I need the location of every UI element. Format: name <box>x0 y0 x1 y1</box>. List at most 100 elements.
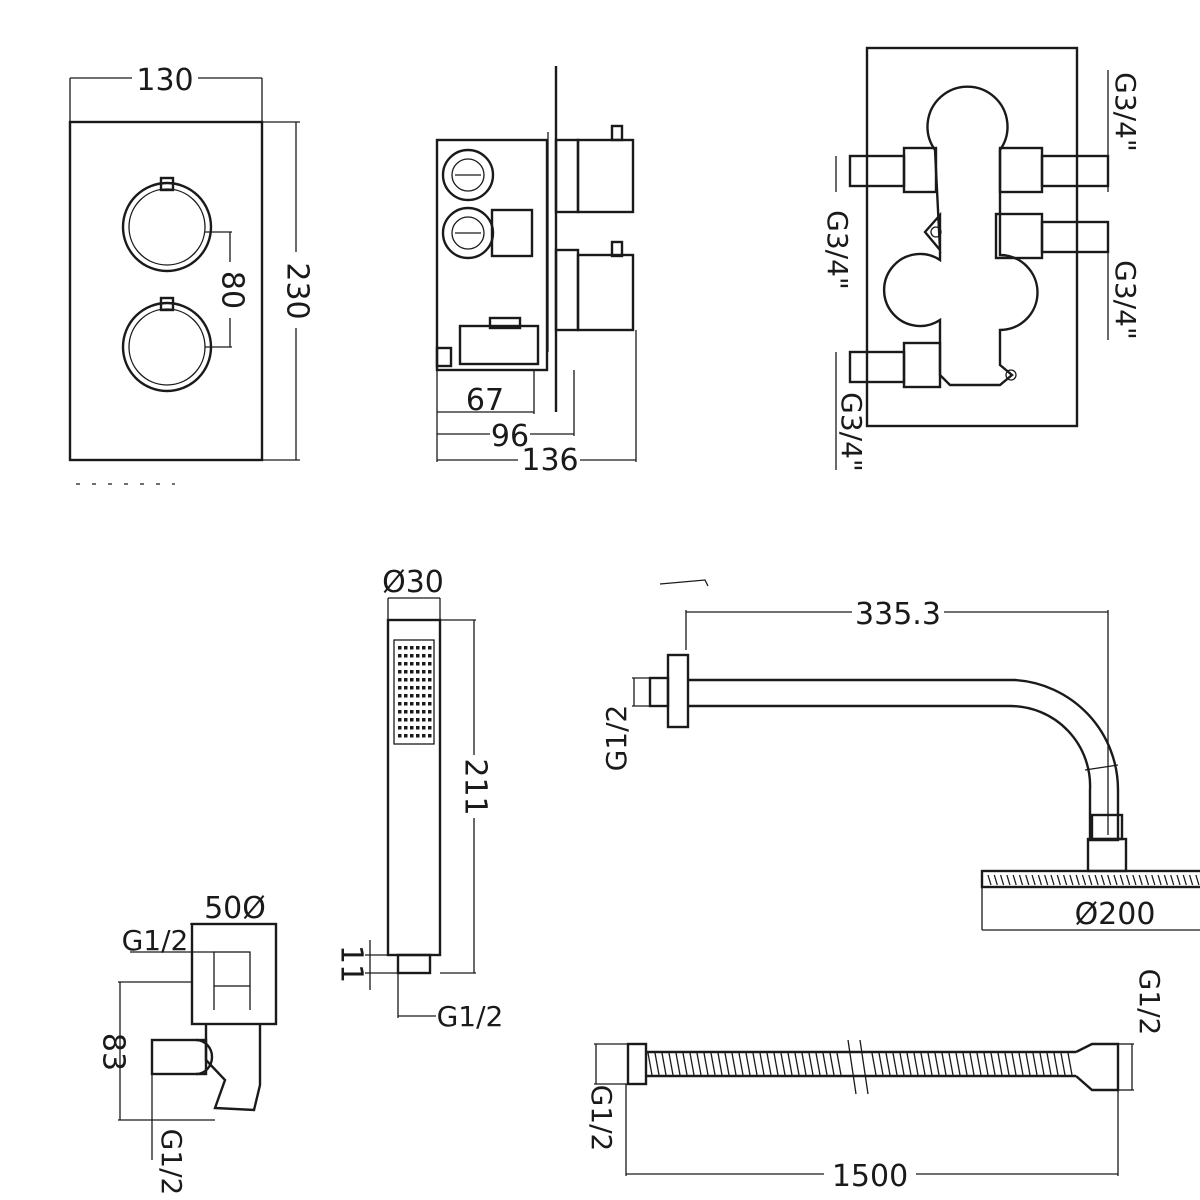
shower-arm-view: 335.3 G1/2 Ø200 <box>600 579 1200 932</box>
head-nozzle <box>1138 874 1143 886</box>
nozzle-dot <box>422 686 426 690</box>
hose-coil <box>920 1052 926 1076</box>
nozzle-dot <box>416 678 420 682</box>
valve-rear-view: G3/4" G3/4" G3/4" G3/4" <box>821 46 1142 472</box>
nozzle-dot <box>422 646 426 650</box>
nozzle-dot <box>404 694 408 698</box>
valve-faceplate <box>68 120 264 462</box>
nozzle-dot <box>410 726 414 730</box>
nozzle-dot <box>416 670 420 674</box>
elbow-thread-bottom: G1/2 <box>155 1129 188 1196</box>
hose-coils <box>647 1052 1073 1076</box>
hose-coil <box>822 1052 828 1076</box>
side-depth-67: 67 <box>466 383 504 418</box>
head-nozzle <box>1107 874 1112 886</box>
nozzle-dot <box>404 702 408 706</box>
nozzle-dot <box>422 702 426 706</box>
elbow-height-label: 83 <box>96 1033 131 1071</box>
head-nozzle <box>1170 874 1175 886</box>
nozzle-dot <box>428 686 432 690</box>
nozzle-dot <box>416 646 420 650</box>
hose-coil <box>724 1052 730 1076</box>
head-nozzle <box>1195 874 1200 886</box>
nozzle-dot <box>410 734 414 738</box>
head-nozzle <box>1113 874 1118 886</box>
nozzle-dot <box>410 710 414 714</box>
hose-thread-left: G1/2 <box>585 1085 618 1152</box>
nozzle-dot <box>428 670 432 674</box>
hose-coil <box>969 1052 975 1076</box>
nozzle-dot <box>416 726 420 730</box>
nozzle-dot <box>398 718 402 722</box>
nozzle-dot <box>416 686 420 690</box>
nozzle-dot <box>428 734 432 738</box>
hose-coil <box>815 1052 821 1076</box>
nozzle-dot <box>410 694 414 698</box>
nozzle-dot <box>398 694 402 698</box>
spray-nozzles <box>398 646 432 738</box>
arm-length-label: 335.3 <box>855 597 941 632</box>
nozzle-dot <box>416 694 420 698</box>
outlet-elbow-view: 50Ø G1/2 83 G1/2 <box>96 891 278 1196</box>
hose-coil <box>927 1052 933 1076</box>
hose-coil <box>808 1052 814 1076</box>
rear-inlet-right: G3/4" <box>1109 260 1142 340</box>
hose-nut <box>626 1042 648 1086</box>
valve-width-label: 130 <box>136 63 193 98</box>
nozzle-dot <box>428 726 432 730</box>
head-nozzle <box>1006 874 1011 886</box>
head-nozzle <box>1151 874 1156 886</box>
hose-coil <box>955 1052 961 1076</box>
head-nozzle <box>1182 874 1187 886</box>
nozzle-dot <box>398 702 402 706</box>
hose-coil <box>766 1052 772 1076</box>
hose-coil <box>899 1052 905 1076</box>
nozzle-dot <box>398 670 402 674</box>
nozzle-dot <box>416 662 420 666</box>
hose-coil <box>829 1052 835 1076</box>
hose-coil <box>941 1052 947 1076</box>
hose-coil <box>1025 1052 1031 1076</box>
nozzle-dot <box>428 662 432 666</box>
hose-coil <box>976 1052 982 1076</box>
nozzle-dot <box>404 654 408 658</box>
head-nozzle <box>1100 874 1106 886</box>
nozzle-dot <box>416 710 420 714</box>
hose-coil <box>990 1052 996 1076</box>
hose-coil <box>885 1052 891 1076</box>
handset-body <box>386 618 442 957</box>
hose-coil <box>689 1052 695 1076</box>
nozzle-dot <box>410 670 414 674</box>
head-nozzle <box>1012 874 1017 886</box>
hose-coil <box>752 1052 758 1076</box>
nozzle-dot <box>398 734 402 738</box>
side-depth-96: 96 <box>491 419 529 454</box>
nozzle-dot <box>404 678 408 682</box>
rear-inlet-left: G3/4" <box>821 210 854 290</box>
nozzle-dot <box>428 654 432 658</box>
hose-coil <box>983 1052 989 1076</box>
handset-view: Ø30 211 11 G1/2 <box>334 565 504 1033</box>
head-diameter-label: Ø200 <box>1075 897 1156 932</box>
nozzle-dot <box>404 726 408 730</box>
hose-coil <box>1032 1052 1038 1076</box>
hose-coil <box>871 1052 877 1076</box>
handset-thread-label: G1/2 <box>437 1000 504 1033</box>
hose-thread-right: G1/2 <box>1133 969 1166 1036</box>
nozzle-dot <box>410 686 414 690</box>
handset-length-label: 211 <box>458 758 493 815</box>
head-nozzle <box>1075 874 1080 886</box>
hose-coil <box>948 1052 954 1076</box>
valve-height-label: 230 <box>280 262 315 319</box>
head-nozzle <box>1088 874 1093 886</box>
nozzle-dot <box>398 654 402 658</box>
head-nozzle <box>1037 874 1043 886</box>
hose-coil <box>1004 1052 1010 1076</box>
hose-coil <box>668 1052 674 1076</box>
head-nozzle <box>1176 874 1181 886</box>
nozzle-dot <box>428 710 432 714</box>
rear-inlet-bottom: G3/4" <box>835 392 868 472</box>
hose-length-label: 1500 <box>832 1159 908 1194</box>
head-nozzle <box>1044 874 1049 886</box>
nozzle-dot <box>410 718 414 722</box>
